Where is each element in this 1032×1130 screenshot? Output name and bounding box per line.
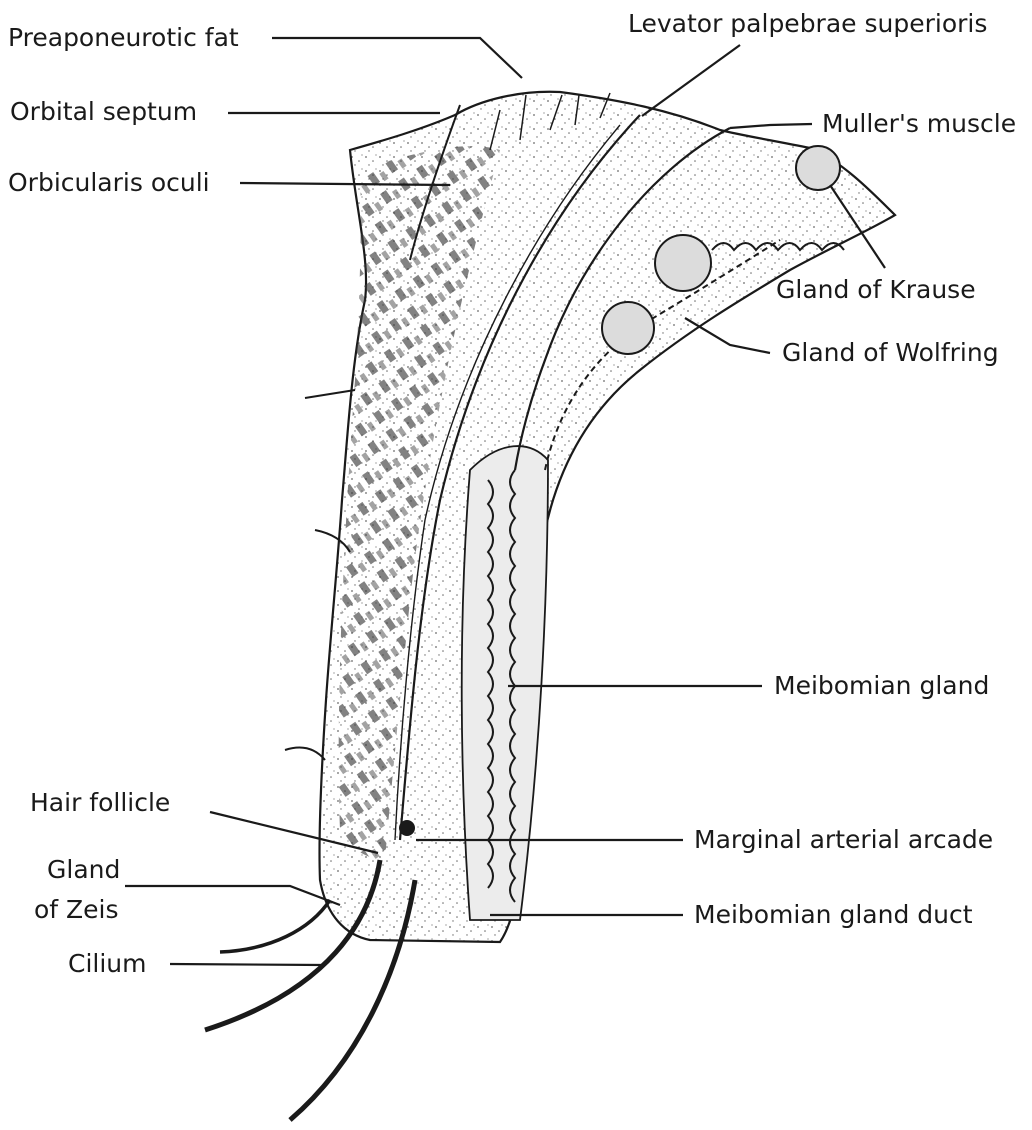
cilium-shape-3 xyxy=(220,900,330,952)
gland-of-krause-shape-1 xyxy=(655,235,711,291)
label-meibomian-gland-duct: Meibomian gland duct xyxy=(694,900,973,930)
leader-mullers-muscle xyxy=(730,124,812,128)
label-gland-of-zeis-line-1: Gland xyxy=(47,855,120,885)
label-mullers-muscle: Muller's muscle xyxy=(822,109,1016,139)
label-cilium: Cilium xyxy=(68,949,147,979)
label-gland-of-zeis-line-2: of Zeis xyxy=(34,895,119,925)
label-preaponeurotic-fat: Preaponeurotic fat xyxy=(8,23,239,53)
skin-crease-1 xyxy=(305,390,355,398)
tarsal-plate xyxy=(462,446,548,920)
leader-gland-of-zeis xyxy=(125,886,340,905)
label-hair-follicle: Hair follicle xyxy=(30,788,170,818)
leader-preaponeurotic-fat xyxy=(272,38,522,78)
gland-of-krause-shape-2 xyxy=(796,146,840,190)
leader-cilium xyxy=(170,964,323,965)
label-levator-palpebrae-superioris: Levator palpebrae superioris xyxy=(628,9,987,39)
label-marginal-arterial-arcade: Marginal arterial arcade xyxy=(694,825,993,855)
label-gland-of-krause: Gland of Krause xyxy=(776,275,976,305)
marginal-arterial-arcade-vessel xyxy=(399,820,415,836)
label-orbital-septum: Orbital septum xyxy=(10,97,197,127)
label-meibomian-gland: Meibomian gland xyxy=(774,671,989,701)
skin-crease-3 xyxy=(285,748,325,760)
label-orbicularis-oculi: Orbicularis oculi xyxy=(8,168,210,198)
label-gland-of-wolfring: Gland of Wolfring xyxy=(782,338,999,368)
gland-of-wolfring-shape xyxy=(602,302,654,354)
leader-levator xyxy=(642,45,740,116)
